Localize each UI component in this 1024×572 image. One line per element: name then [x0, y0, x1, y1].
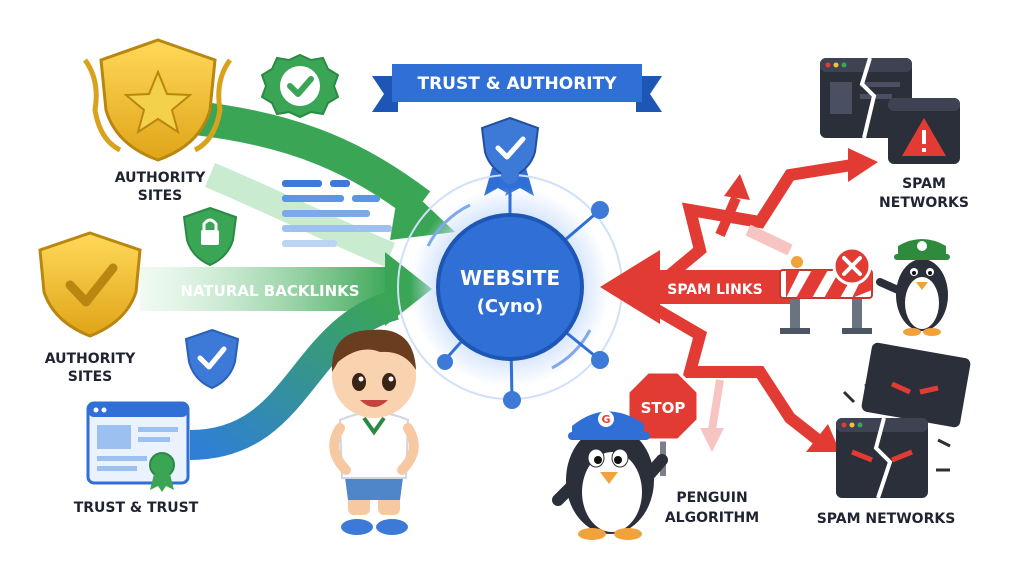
motion-lines: [282, 180, 392, 247]
penguin-algorithm-line1: PENGUIN: [676, 490, 747, 506]
natural-backlink-arrows: [140, 101, 455, 460]
authority-sites-mid-line2: SITES: [68, 369, 113, 385]
banner-title: TRUST & AUTHORITY: [417, 74, 617, 94]
website-subtitle: (Cyno): [477, 296, 544, 317]
barrier-icon: [779, 246, 873, 334]
middle-green-arrowhead: [385, 252, 432, 326]
shield-star-icon: [82, 38, 233, 162]
penguin-algorithm-line2: ALGORITHM: [665, 510, 759, 526]
faint-down-arrow: [708, 379, 724, 431]
middle-green-arrow: [140, 267, 390, 311]
verified-badge-icon: [260, 53, 340, 119]
stop-sign-label: STOP: [641, 399, 686, 417]
authority-sites-mid-line1: AUTHORITY: [45, 351, 136, 367]
authority-sites-top-line1: AUTHORITY: [115, 170, 206, 186]
spam-links-label: SPAM LINKS: [667, 282, 762, 298]
webpage-ribbon-icon: [86, 401, 190, 492]
penguin-algorithm-icon: STOP G: [552, 370, 700, 540]
lock-shield-icon: [182, 206, 238, 267]
spam-link-arrows: SPAM LINKS: [600, 148, 878, 452]
angry-browser-icon: [836, 342, 971, 499]
authority-sites-top-line2: SITES: [138, 188, 183, 204]
spam-networks-top-line2: NETWORKS: [879, 195, 969, 211]
website-node: WEBSITE (Cyno): [397, 166, 623, 409]
zigzag-down-arrow: [636, 294, 822, 445]
bottom-blue-green-arrow: [189, 290, 400, 460]
boy-mascot: [329, 329, 419, 535]
trust-and-trust-label: TRUST & TRUST: [74, 500, 199, 516]
spam-networks-top-line1: SPAM: [902, 176, 946, 192]
natural-backlinks-label: NATURAL BACKLINKS: [180, 282, 359, 300]
faint-red-arrow: [745, 224, 793, 256]
zigzag-branch-arrow: [715, 196, 741, 237]
penguin-icon: [876, 239, 950, 336]
svg-text:G: G: [601, 413, 610, 426]
spam-networks-bottom-label: SPAM NETWORKS: [817, 511, 956, 527]
check-shield-icon: [184, 328, 240, 390]
top-green-arrow: [193, 101, 431, 219]
trust-authority-banner: TRUST & AUTHORITY: [372, 64, 662, 112]
warning-browser-icon: [888, 98, 960, 164]
website-title: WEBSITE: [460, 266, 560, 290]
shield-check-gold-icon: [38, 231, 142, 338]
